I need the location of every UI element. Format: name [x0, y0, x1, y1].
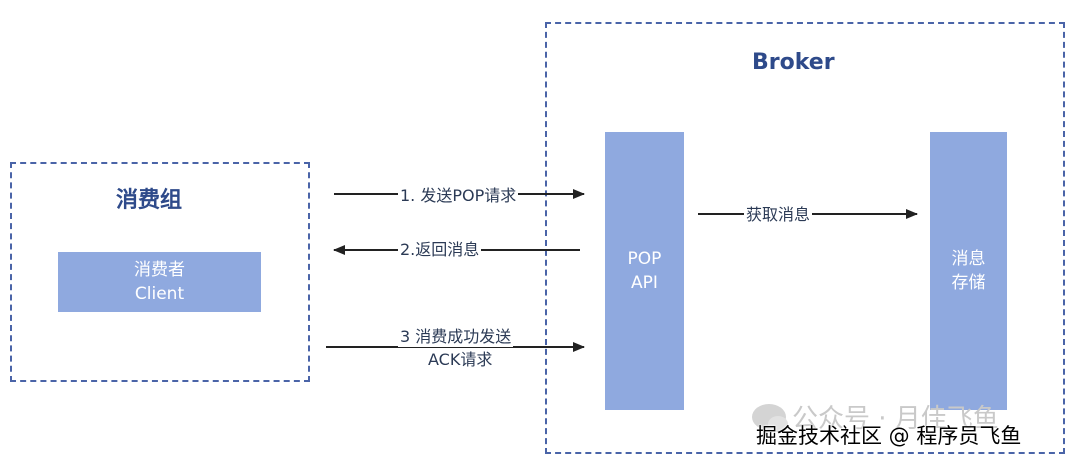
wechat-watermark-text: 公众号 · 月佳飞鱼: [792, 404, 999, 434]
return-message-label: 2.返回消息: [398, 240, 482, 260]
consumer-client-label-en: Client: [134, 284, 185, 304]
message-storage-block: 消息 存储: [930, 132, 1007, 410]
fetch-message-label: 获取消息: [744, 205, 813, 225]
broker-box: [545, 22, 1065, 454]
ack-label-line1: 3 消费成功发送: [398, 327, 514, 347]
consumer-client-label-cn: 消费者: [134, 260, 185, 280]
wechat-icon: [752, 403, 788, 432]
send-pop-label: 1. 发送POP请求: [398, 186, 519, 206]
consumer-group-title: 消费组: [116, 188, 183, 213]
site-watermark: 掘金技术社区 @ 程序员飞鱼: [756, 424, 1022, 448]
pop-api-label-1: POP: [627, 249, 662, 269]
pop-api-block: POP API: [605, 132, 684, 410]
storage-label-1: 消息: [951, 249, 986, 269]
broker-title: Broker: [752, 50, 835, 75]
storage-label-2: 存储: [951, 273, 986, 293]
wechat-watermark: 公众号 · 月佳飞鱼: [752, 398, 999, 435]
consumer-group-box: [10, 162, 310, 382]
consumer-client-block: 消费者 Client: [58, 252, 261, 312]
pop-api-label-2: API: [631, 273, 658, 293]
ack-label-line2: ACK请求: [426, 350, 495, 370]
